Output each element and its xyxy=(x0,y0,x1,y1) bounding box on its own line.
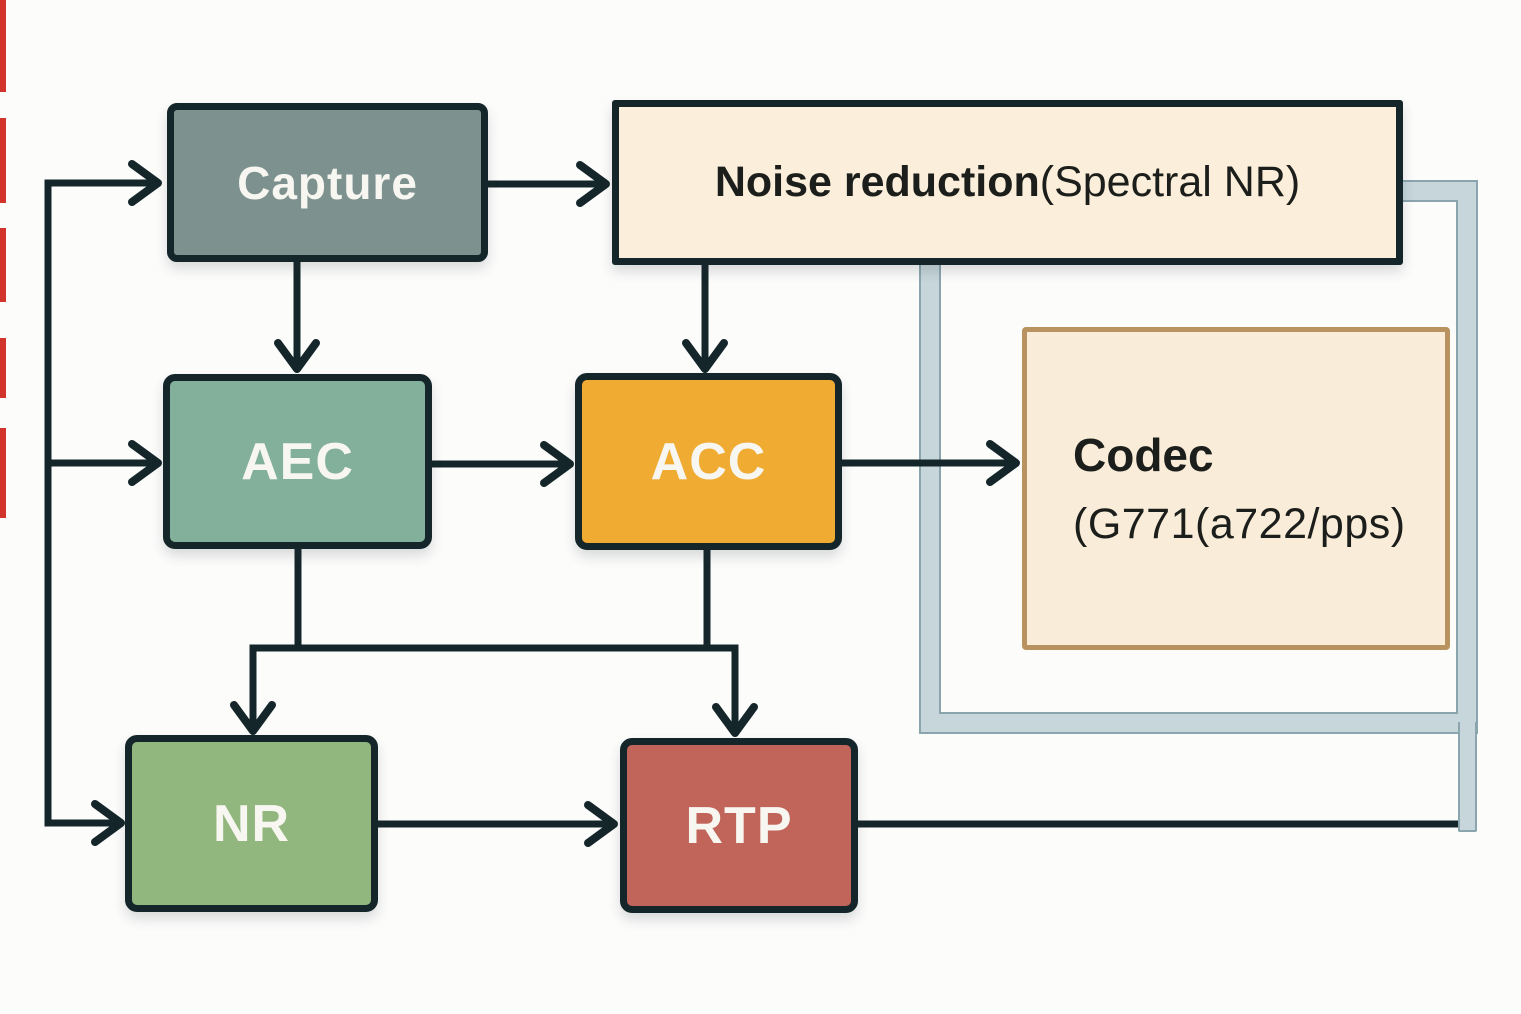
codec-label: Codec xyxy=(1073,428,1214,481)
codec-sublabel: (G771(a722/pps) xyxy=(1073,499,1406,548)
noise-reduction-sublabel: (Spectral NR) xyxy=(1039,158,1301,206)
aec-label: AEC xyxy=(241,432,354,491)
frame-right-tail xyxy=(1458,722,1477,832)
nr-box: NR xyxy=(125,735,378,912)
left-edge-red-artifact xyxy=(0,0,6,92)
noise-reduction-label: Noise reduction xyxy=(714,158,1040,206)
rtp-label: RTP xyxy=(685,796,793,855)
capture-label: Capture xyxy=(237,156,418,209)
rtp-box: RTP xyxy=(620,738,858,913)
left-edge-red-artifact xyxy=(0,118,6,203)
codec-box: Codec (G771(a722/pps) xyxy=(1022,327,1450,650)
noise-reduction-box: Noise reduction(Spectral NR) xyxy=(612,100,1403,265)
acc-label: ACC xyxy=(650,432,767,491)
connector-lines xyxy=(44,179,1474,828)
capture-box: Capture xyxy=(167,103,488,262)
codec-text: Codec (G771(a722/pps) xyxy=(1027,420,1406,558)
left-edge-red-artifact xyxy=(0,428,6,518)
aec-box: AEC xyxy=(163,374,432,549)
left-edge-red-artifact xyxy=(0,338,6,398)
acc-box: ACC xyxy=(575,373,842,550)
nr-label: NR xyxy=(212,794,291,853)
arrowheads xyxy=(91,160,1020,847)
left-edge-red-artifact xyxy=(0,228,6,302)
